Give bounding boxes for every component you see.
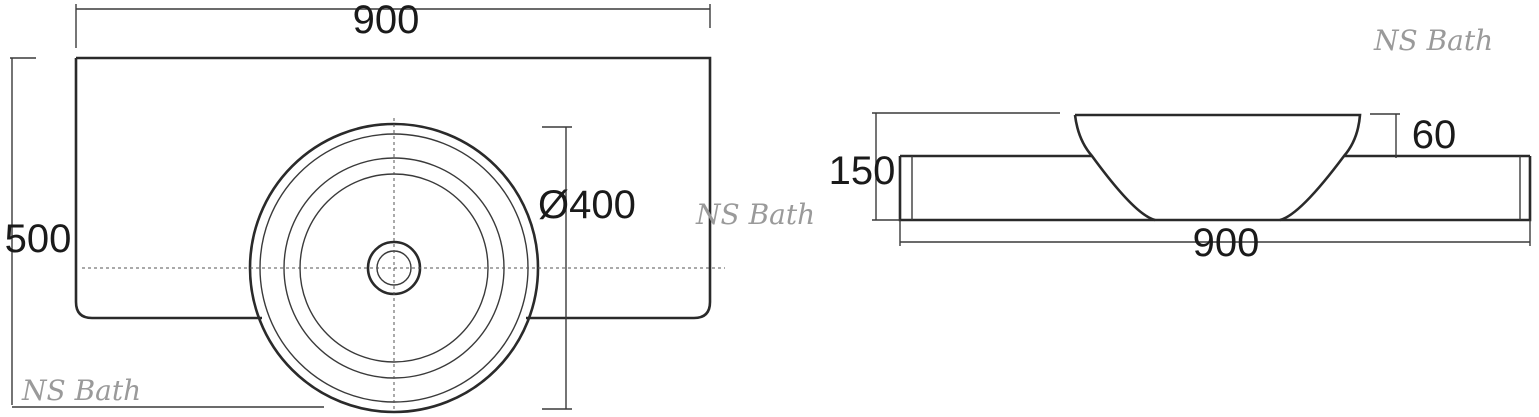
side-slab-outline bbox=[898, 154, 1532, 222]
watermark-bottom-left: NS Bath bbox=[21, 374, 141, 407]
bowl-height-label: 60 bbox=[1412, 113, 1457, 157]
height-dimension bbox=[872, 112, 1060, 221]
top-view: 900 500 Ø400 bbox=[5, 0, 725, 414]
top-width-dimension bbox=[75, 4, 711, 48]
watermark-top-right: NS Bath bbox=[1373, 24, 1493, 57]
countertop-outline bbox=[74, 56, 712, 320]
height-label: 150 bbox=[829, 149, 896, 193]
depth-dimension bbox=[10, 57, 36, 405]
depth-label: 500 bbox=[5, 217, 72, 261]
top-width-label: 900 bbox=[353, 0, 420, 42]
side-width-dimension bbox=[899, 220, 1531, 246]
side-width-label: 900 bbox=[1193, 221, 1260, 265]
diameter-dimension bbox=[542, 126, 572, 410]
diameter-label: Ø400 bbox=[538, 183, 636, 227]
side-view: 150 60 900 bbox=[829, 112, 1532, 265]
bowl-height-dimension bbox=[1370, 113, 1400, 158]
side-bowl-profile bbox=[1073, 113, 1362, 222]
watermark-center: NS Bath bbox=[695, 198, 815, 231]
